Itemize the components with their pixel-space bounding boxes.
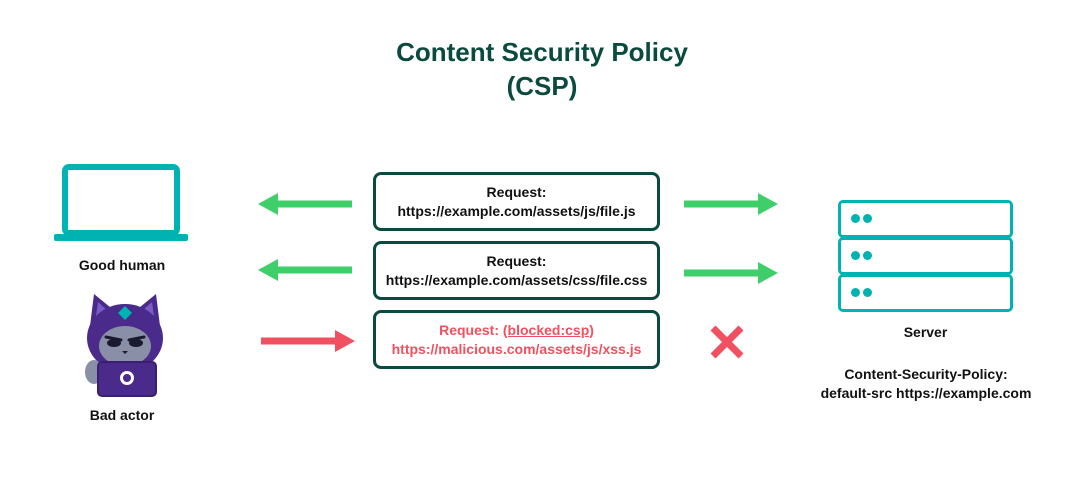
blocked-tag: (blocked:csp) [502, 321, 594, 338]
arrow-right-icon [684, 193, 778, 215]
request-label: Request: [439, 321, 503, 338]
request-url: https://example.com/assets/js/file.js [397, 202, 636, 219]
title-line-2: (CSP) [506, 71, 578, 101]
server-led [863, 214, 872, 223]
page-title: Content Security Policy (CSP) [0, 35, 1084, 103]
server-unit [838, 274, 1013, 312]
server-led [863, 251, 872, 260]
arrow-left-icon [258, 193, 352, 215]
request-label-row: Request: (blocked:csp) [439, 321, 594, 340]
request-box: Request: https://example.com/assets/js/f… [373, 172, 660, 231]
server-unit [838, 237, 1013, 275]
bad-actor-label: Bad actor [89, 407, 155, 423]
server-unit [838, 200, 1013, 238]
arrow-right-blocked-icon [261, 330, 355, 352]
csp-header-name: Content-Security-Policy: [844, 366, 1008, 382]
request-url: https://example.com/assets/css/file.css [385, 271, 648, 288]
blocked-x-icon [710, 325, 744, 359]
request-url: https://malicious.com/assets/js/xss.js [391, 340, 642, 357]
server-led [851, 214, 860, 223]
request-box: Request: https://example.com/assets/css/… [373, 241, 660, 300]
arrow-left-icon [258, 259, 352, 281]
request-label: Request: [486, 252, 547, 269]
laptop-icon [54, 164, 188, 241]
server-led [851, 251, 860, 260]
title-line-1: Content Security Policy [396, 37, 688, 67]
request-box-blocked: Request: (blocked:csp) https://malicious… [373, 310, 660, 369]
server-led [863, 288, 872, 297]
arrow-right-icon [684, 262, 778, 284]
csp-header-value: default-src https://example.com [820, 385, 1032, 401]
server-led [851, 288, 860, 297]
request-label: Request: [486, 183, 547, 200]
server-label: Server [903, 324, 948, 340]
good-human-label: Good human [78, 257, 166, 273]
hacker-cat-icon [85, 294, 163, 397]
